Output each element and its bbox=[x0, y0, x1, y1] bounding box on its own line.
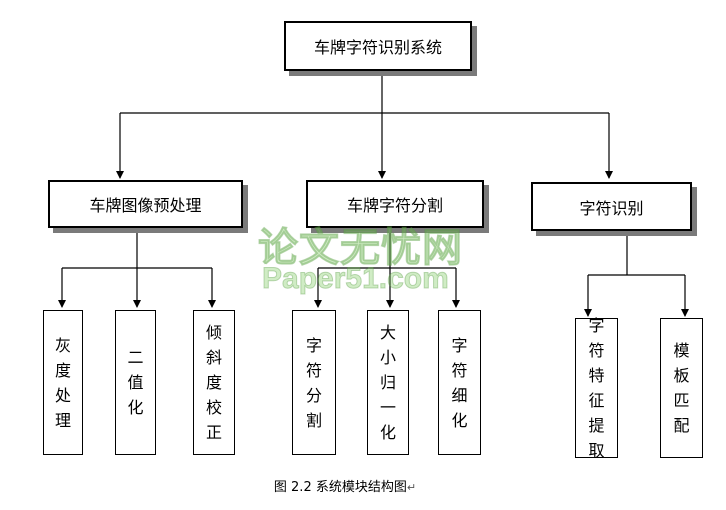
leaf-grayscale-label: 灰度处理 bbox=[54, 335, 71, 430]
leaf-char-seg: 字符分割 bbox=[292, 310, 336, 455]
leaf-normalize: 大小归一化 bbox=[367, 310, 409, 455]
node-recognition: 字符识别 bbox=[531, 182, 692, 231]
leaf-grayscale: 灰度处理 bbox=[43, 310, 83, 455]
node-recognition-label: 字符识别 bbox=[579, 198, 644, 218]
node-segmentation: 车牌字符分割 bbox=[306, 180, 484, 228]
root-label: 车牌字符识别系统 bbox=[313, 38, 442, 57]
leaf-binarize-label: 二值化 bbox=[127, 348, 144, 417]
leaf-skew: 倾斜度校正 bbox=[193, 310, 235, 455]
node-preprocess-label: 车牌图像预处理 bbox=[89, 196, 202, 215]
watermark-line1: 论文无忧网 bbox=[258, 225, 463, 272]
leaf-template: 模板匹配 bbox=[660, 318, 703, 458]
caption-return-mark: ↵ bbox=[406, 481, 417, 494]
node-segmentation-label: 车牌字符分割 bbox=[346, 196, 443, 215]
caption-text: 图 2.2 系统模块结构图 bbox=[273, 480, 407, 495]
leaf-feature-label: 字符特征提取 bbox=[588, 316, 605, 460]
leaf-thinning-label: 字符细化 bbox=[451, 335, 468, 430]
leaf-char-seg-label: 字符分割 bbox=[305, 335, 322, 430]
figure-caption: 图 2.2 系统模块结构图↵ bbox=[0, 476, 690, 495]
leaf-normalize-label: 大小归一化 bbox=[379, 323, 396, 442]
leaf-thinning: 字符细化 bbox=[438, 310, 481, 455]
leaf-binarize: 二值化 bbox=[115, 310, 156, 455]
watermark-line2: Paper51.com bbox=[262, 262, 450, 296]
node-preprocess: 车牌图像预处理 bbox=[48, 180, 243, 228]
leaf-template-label: 模板匹配 bbox=[673, 341, 690, 435]
leaf-skew-label: 倾斜度校正 bbox=[205, 323, 222, 442]
root-node: 车牌字符识别系统 bbox=[284, 21, 472, 71]
leaf-feature: 字符特征提取 bbox=[575, 316, 618, 460]
